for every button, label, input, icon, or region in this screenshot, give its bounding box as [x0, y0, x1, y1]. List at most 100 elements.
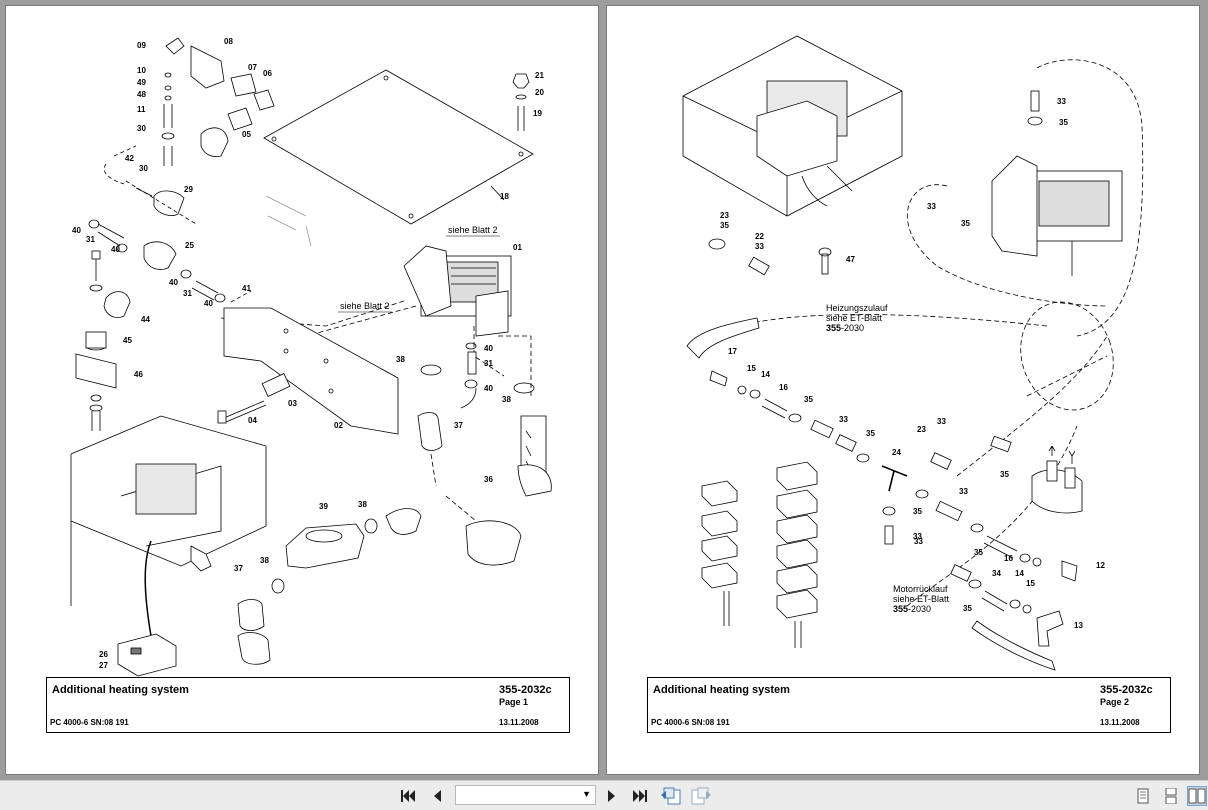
callout-15: 15	[747, 364, 756, 373]
first-page-button[interactable]	[399, 787, 417, 805]
callout-06: 06	[263, 69, 272, 78]
callout-25: 25	[185, 241, 194, 250]
callout-03: 03	[288, 399, 297, 408]
callout-38: 38	[396, 355, 405, 364]
two-page-view-button[interactable]	[1187, 786, 1207, 806]
page-label: Page 1	[499, 697, 529, 707]
note-motorruecklauf: Motorrücklauf	[893, 584, 948, 594]
callout-38: 38	[260, 556, 269, 565]
callout-45: 45	[123, 336, 132, 345]
callout-42: 42	[125, 154, 134, 163]
callout-35: 35	[963, 604, 972, 613]
callout-35: 35	[913, 507, 922, 516]
note-zulauf-sheet-number: 355-2030	[826, 323, 864, 333]
viewer-toolbar: ▼	[0, 780, 1208, 810]
callout-15: 15	[1026, 579, 1035, 588]
callout-33: 33	[914, 537, 923, 546]
first-page-icon	[401, 790, 415, 802]
callout-44: 44	[141, 315, 150, 324]
callout-11: 11	[137, 105, 146, 114]
callout-12: 12	[1096, 561, 1105, 570]
callout-33: 33	[839, 415, 848, 424]
callout-16: 16	[1004, 554, 1013, 563]
callout-38: 38	[502, 395, 511, 404]
callout-35: 35	[866, 429, 875, 438]
callout-35: 35	[961, 219, 970, 228]
callout-35: 35	[974, 548, 983, 557]
callout-35: 35	[1000, 470, 1009, 479]
callout-07: 07	[248, 63, 257, 72]
note-zulauf-see-sheet: siehe ET-Blatt	[826, 313, 883, 323]
single-page-view-icon	[1137, 788, 1149, 804]
document-page-2: Heizungszulauf siehe ET-Blatt 355-2030 M…	[607, 6, 1199, 774]
callout-39: 39	[319, 502, 328, 511]
callout-40: 40	[204, 299, 213, 308]
single-page-view-button[interactable]	[1133, 786, 1153, 806]
callout-36: 36	[484, 475, 493, 484]
last-page-button[interactable]	[631, 787, 649, 805]
callout-30: 30	[137, 124, 146, 133]
callout-23: 23	[720, 211, 729, 220]
continuous-view-icon	[1165, 788, 1177, 804]
callout-33: 33	[959, 487, 968, 496]
page-label: Page 2	[1100, 697, 1130, 707]
callout-35: 35	[1059, 118, 1068, 127]
last-page-icon	[633, 790, 647, 802]
back-view-icon	[661, 787, 681, 805]
callout-02: 02	[334, 421, 343, 430]
machine-serial: PC 4000-6 SN:08 191	[50, 718, 129, 727]
callout-27: 27	[99, 661, 108, 670]
note-siehe-blatt-2-upper: siehe Blatt 2	[448, 225, 498, 235]
continuous-view-button[interactable]	[1161, 786, 1181, 806]
callout-38: 38	[358, 500, 367, 509]
parts-drawing-page-1: 09 08 10 49 48 11 30 07 06 05 42 30 29 4…	[70, 37, 552, 677]
callout-21: 21	[535, 71, 544, 80]
callout-37: 37	[234, 564, 243, 573]
next-page-button[interactable]	[603, 787, 621, 805]
callout-22: 22	[755, 232, 764, 241]
previous-page-button[interactable]	[428, 787, 446, 805]
callout-47: 47	[846, 255, 855, 264]
drawing-date: 13.11.2008	[499, 718, 539, 727]
callout-31: 31	[484, 359, 493, 368]
callout-40: 40	[484, 384, 493, 393]
callout-18: 18	[500, 192, 509, 201]
callout-35: 35	[720, 221, 729, 230]
go-back-view-button[interactable]	[660, 787, 682, 805]
document-page-1: 09 08 10 49 48 11 30 07 06 05 42 30 29 4…	[6, 6, 598, 774]
callout-23: 23	[917, 425, 926, 434]
callout-13: 13	[1074, 621, 1083, 630]
drawing-title: Additional heating system	[52, 684, 189, 696]
callout-35: 35	[804, 395, 813, 404]
callout-48: 48	[137, 90, 146, 99]
callout-04: 04	[248, 416, 257, 425]
callout-31: 31	[86, 235, 95, 244]
callout-19: 19	[533, 109, 542, 118]
note-ruecklauf-see-sheet: siehe ET-Blatt	[893, 594, 950, 604]
page-select[interactable]: ▼	[455, 785, 596, 805]
drawing-title: Additional heating system	[653, 684, 790, 696]
callout-33: 33	[927, 202, 936, 211]
callout-26: 26	[99, 650, 108, 659]
note-siehe-blatt-2-lower: siehe Blatt 2	[340, 301, 390, 311]
document-number: 355-2032c	[1100, 684, 1153, 696]
callout-01: 01	[513, 243, 522, 252]
title-block: Additional heating system 355-2032c Page…	[46, 677, 570, 733]
note-heizungszulauf: Heizungszulauf	[826, 303, 888, 313]
callout-16: 16	[779, 383, 788, 392]
callout-40: 40	[111, 245, 120, 254]
document-number: 355-2032c	[499, 684, 552, 696]
go-forward-view-button[interactable]	[690, 787, 712, 805]
chevron-down-icon: ▼	[582, 789, 591, 799]
document-viewport[interactable]: 09 08 10 49 48 11 30 07 06 05 42 30 29 4…	[0, 0, 1208, 780]
callout-17: 17	[728, 347, 737, 356]
callout-34: 34	[992, 569, 1001, 578]
two-page-view-icon	[1188, 788, 1206, 804]
callout-41: 41	[242, 284, 251, 293]
callout-09: 09	[137, 41, 146, 50]
machine-serial: PC 4000-6 SN:08 191	[651, 718, 730, 727]
callout-24: 24	[892, 448, 901, 457]
parts-drawing-page-2: Heizungszulauf siehe ET-Blatt 355-2030 M…	[682, 35, 1144, 671]
callout-33: 33	[913, 532, 922, 541]
title-block: Additional heating system 355-2032c Page…	[647, 677, 1171, 733]
